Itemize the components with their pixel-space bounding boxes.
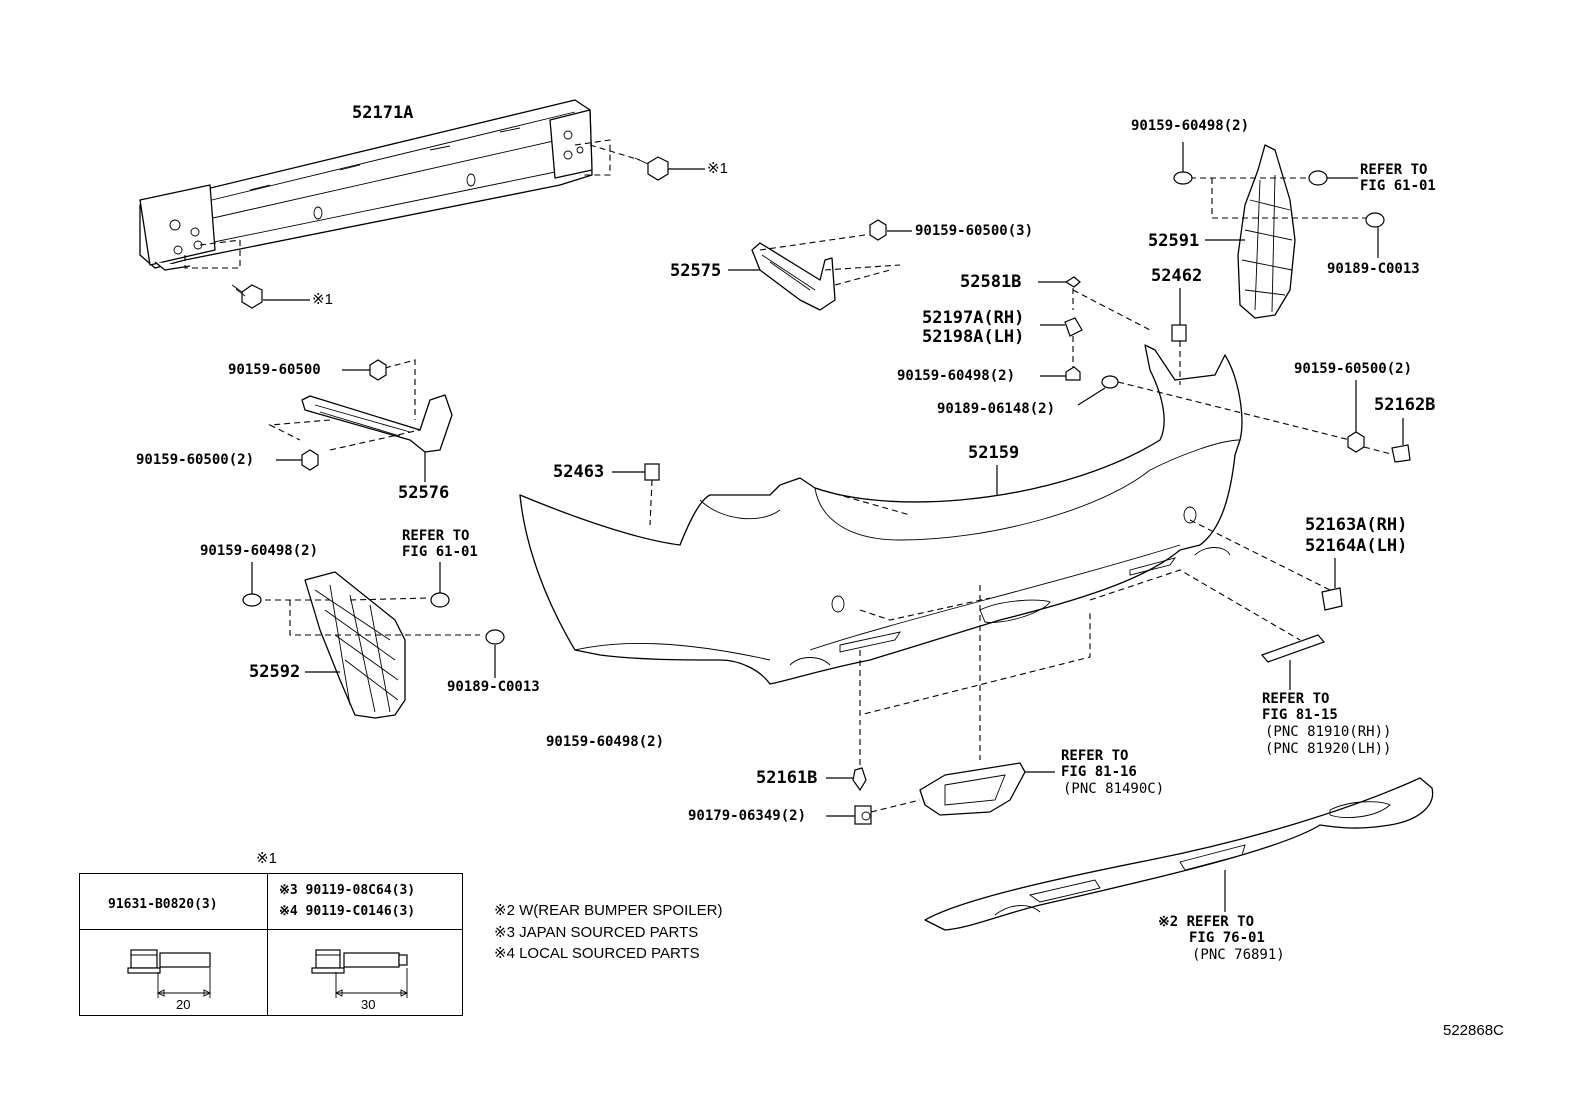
pad-52462-icon: [1171, 324, 1187, 342]
clip-refer-61-01-left-icon: [430, 592, 450, 608]
retainer-52581b-icon: [1064, 276, 1081, 288]
label-refer-spoiler-3: (PNC 76891): [1192, 947, 1285, 963]
label-52576: 52576: [398, 483, 450, 503]
screw-90159-60500-2-right-icon: [1347, 431, 1365, 453]
clip-90189-c0013-left-icon: [485, 629, 505, 645]
bracket-52575: [751, 242, 836, 311]
label-52198a-lh: 52198A(LH): [922, 327, 1025, 347]
label-refer-lamp-2: FIG 81-16: [1061, 764, 1137, 780]
reflector-icon: [1260, 634, 1326, 663]
retainer-rh-lh-icon: [1064, 317, 1083, 337]
label-refer-to-left-1: REFER TO: [402, 528, 470, 544]
label-refer-reflector-1: REFER TO: [1262, 691, 1330, 707]
label-refer-spoiler-1: ※2 REFER TO: [1158, 914, 1255, 930]
label-refer-lamp-1: REFER TO: [1061, 748, 1129, 764]
label-52575: 52575: [670, 261, 722, 281]
nut-90179-06349-icon: [854, 805, 872, 825]
note-3: ※3 JAPAN SOURCED PARTS: [494, 924, 699, 941]
label-52581b: 52581B: [960, 272, 1022, 292]
table-part-91631: 91631-B0820(3): [108, 897, 218, 912]
screw-90159-60500-3-icon: [869, 219, 887, 241]
bumper-cover-52159: [519, 344, 1243, 685]
label-52159: 52159: [968, 443, 1020, 463]
pad-52463-icon: [644, 463, 660, 481]
clip-left-liner-icon: [242, 593, 262, 607]
table-dim-20: 20: [176, 997, 191, 1012]
label-refer-to-left-2: FIG 61-01: [402, 544, 478, 560]
label-90189-c0013-right: 90189-C0013: [1327, 261, 1420, 277]
bumper-reinforcement: [139, 99, 593, 271]
rear-lamp-icon: [919, 762, 1026, 816]
table-dim-30: 30: [361, 997, 376, 1012]
label-90159-60498-2-bottom: 90159-60498(2): [546, 734, 665, 750]
label-52463: 52463: [553, 462, 605, 482]
label-refer-to-right-1: REFER TO: [1360, 162, 1428, 178]
label-52161b: 52161B: [756, 768, 818, 788]
label-refer-reflector-2: FIG 81-15: [1262, 707, 1338, 723]
bolt-90119-icon: [311, 949, 408, 974]
note-4: ※4 LOCAL SOURCED PARTS: [494, 945, 700, 962]
illustration-code: 522868C: [1443, 1022, 1504, 1039]
label-52591: 52591: [1148, 231, 1200, 251]
label-90159-60500-2-right: 90159-60500(2): [1294, 361, 1413, 377]
clip-refer-61-01-right-icon: [1308, 170, 1328, 186]
clip-retainer-icon: [1065, 366, 1081, 381]
bolt-right-icon: [634, 156, 669, 181]
label-52592: 52592: [249, 662, 301, 682]
rear-bumper-spoiler: [924, 777, 1434, 931]
label-52164a-lh: 52164A(LH): [1305, 536, 1408, 556]
label-90179-06349-2: 90179-06349(2): [688, 808, 807, 824]
label-90189-06148-2: 90189-06148(2): [937, 401, 1056, 417]
label-90159-60498-2-right-liner: 90159-60498(2): [1131, 118, 1250, 134]
screw-90159-60500-left-icon: [369, 359, 387, 381]
label-bolt-ref-right: ※1: [707, 160, 728, 177]
label-90159-60498-2-left-liner: 90159-60498(2): [200, 543, 319, 559]
label-refer-reflector-4: (PNC 81920(LH)): [1265, 741, 1392, 757]
bolt-91631-icon: [127, 949, 211, 974]
table-part-90119-c0146: ※4 90119-C0146(3): [279, 904, 416, 919]
label-52197a-rh: 52197A(RH): [922, 308, 1025, 328]
table-part-90119-08c64: ※3 90119-08C64(3): [279, 883, 416, 898]
label-52163a-rh: 52163A(RH): [1305, 515, 1408, 535]
liner-left-52592: [304, 571, 406, 719]
label-90189-c0013-left: 90189-C0013: [447, 679, 540, 695]
label-52462: 52462: [1151, 266, 1203, 286]
label-refer-reflector-3: (PNC 81910(RH)): [1265, 724, 1392, 740]
liner-right-52591: [1237, 144, 1296, 319]
table-title: ※1: [256, 850, 277, 867]
label-refer-spoiler-2: FIG 76-01: [1189, 930, 1265, 946]
label-52162b: 52162B: [1374, 395, 1436, 415]
table-divider-horizontal: [80, 929, 462, 930]
label-90159-60500: 90159-60500: [228, 362, 321, 378]
label-90159-60498-2-retainer: 90159-60498(2): [897, 368, 1016, 384]
label-90159-60500-3: 90159-60500(3): [915, 223, 1034, 239]
cover-52163a-52164a-icon: [1321, 587, 1343, 611]
cap-52162b-icon: [1391, 444, 1411, 463]
label-refer-lamp-3: (PNC 81490C): [1063, 781, 1165, 797]
label-52171a: 52171A: [352, 103, 414, 123]
label-refer-to-right-2: FIG 61-01: [1360, 178, 1436, 194]
label-bolt-ref-left: ※1: [312, 291, 333, 308]
note-2: ※2 W(REAR BUMPER SPOILER): [494, 902, 723, 919]
clip-right-liner-top-icon: [1173, 171, 1193, 185]
table-divider-vertical: [267, 874, 268, 1015]
bracket-52576: [301, 394, 453, 453]
bolt-left-icon: [231, 284, 263, 309]
clip-52161b-icon: [852, 767, 867, 792]
screw-90159-60500-2-left-icon: [301, 449, 319, 471]
fastener-table: 91631-B0820(3) ※3 90119-08C64(3) ※4 9011…: [79, 873, 463, 1016]
clip-90189-c0013-right-icon: [1365, 212, 1385, 228]
nut-90189-06148-icon: [1101, 375, 1119, 389]
label-90159-60500-2-left: 90159-60500(2): [136, 452, 255, 468]
